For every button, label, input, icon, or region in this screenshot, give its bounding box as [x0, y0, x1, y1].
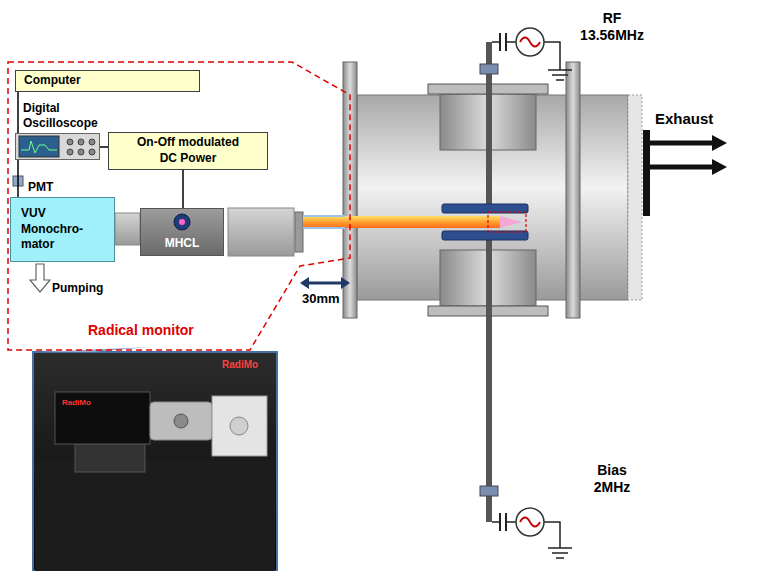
region-label: Radical monitor	[88, 322, 194, 339]
box-label: Computer	[24, 73, 191, 89]
oscilloscope: Digital Oscilloscope	[15, 133, 100, 160]
lower-electrode	[442, 231, 528, 240]
probe-flange	[295, 212, 303, 252]
probe-tip	[500, 216, 522, 228]
monochromator-box: VUV Monochro- mator	[10, 197, 115, 262]
capacitor-plate	[499, 33, 501, 51]
rf-source-label: RF 13.56MHz	[580, 10, 644, 44]
bias-source-symbol	[516, 508, 544, 536]
exhaust-arrowhead	[712, 159, 727, 175]
connector-line	[17, 160, 19, 197]
connector-line	[17, 92, 19, 133]
brand-label: RadiMo	[222, 359, 258, 371]
dimension-arrowhead	[300, 277, 309, 289]
dimension-label: 30mm	[302, 291, 340, 307]
lamp-window	[174, 214, 190, 230]
exhaust-arrow	[650, 141, 713, 146]
insulator	[480, 486, 498, 496]
capacitor-plate	[505, 33, 507, 51]
oscilloscope-trace	[21, 141, 57, 153]
sine-symbol	[520, 518, 540, 527]
ground-symbol	[548, 548, 572, 558]
oscilloscope-screen	[19, 136, 59, 157]
sine-symbol	[520, 38, 540, 47]
exhaust-arrow	[650, 165, 713, 170]
connector-line	[182, 170, 184, 208]
measurement-zone	[488, 212, 526, 232]
photo-lamp	[150, 402, 212, 440]
power-supply-box: On-Off modulated DC Power	[108, 132, 268, 170]
ground-symbol	[548, 70, 572, 80]
callout-pointer	[38, 347, 150, 352]
brand-label: RadiMo	[62, 398, 91, 408]
product-photo	[33, 352, 277, 571]
oscilloscope-icon	[15, 133, 100, 160]
photo-monochromator	[55, 392, 150, 444]
oscilloscope-knob	[67, 139, 73, 145]
region-outline	[8, 62, 350, 350]
lamp-glow	[179, 219, 185, 225]
monitor-region: ComputerDigital OscilloscopeOn-Off modul…	[8, 62, 350, 350]
box-label: MHCL	[145, 236, 219, 252]
photo-port	[212, 396, 267, 456]
box-label: On-Off modulated DC Power	[129, 135, 247, 166]
exhaust-arrowhead	[712, 135, 727, 151]
device-label: Digital Oscilloscope	[23, 101, 98, 130]
dimension-arrow	[306, 282, 344, 285]
pumping-arrow	[30, 264, 50, 292]
photo-stand	[75, 444, 145, 472]
oscilloscope-knob	[67, 149, 73, 155]
computer-box: Computer	[15, 70, 200, 92]
bias-source-label: Bias 2MHz	[594, 462, 631, 496]
photo-table	[35, 458, 275, 571]
photo-knob	[230, 417, 248, 435]
coupling-block	[115, 213, 140, 245]
pumping-label: Pumping	[52, 281, 103, 295]
oscilloscope-knob	[89, 139, 95, 145]
exhaust-port	[643, 130, 650, 216]
right-flange	[566, 62, 580, 318]
capacitor-plate	[505, 513, 507, 531]
dimension-arrowhead	[341, 277, 350, 289]
photo-knob	[174, 414, 188, 428]
oscilloscope-body	[16, 134, 100, 160]
detector-label: PMT	[28, 180, 53, 194]
lamp-icon	[141, 209, 223, 233]
feed-rod	[486, 239, 492, 522]
exhaust-label: Exhaust	[655, 110, 713, 128]
probe-outline	[303, 216, 345, 228]
oscilloscope-knob	[78, 139, 84, 145]
connector-line	[100, 146, 108, 148]
capacitor-plate	[499, 513, 501, 531]
probe-tube	[303, 216, 500, 228]
oscilloscope-knob	[89, 149, 95, 155]
oscilloscope-knob	[78, 149, 84, 155]
coupling-block	[228, 208, 294, 256]
hollow-cathode-lamp: MHCL	[140, 208, 224, 256]
insulator	[480, 64, 498, 74]
exhaust-mesh	[628, 95, 642, 300]
box-label: VUV Monochro- mator	[21, 206, 83, 253]
rf-source-symbol	[516, 28, 544, 56]
